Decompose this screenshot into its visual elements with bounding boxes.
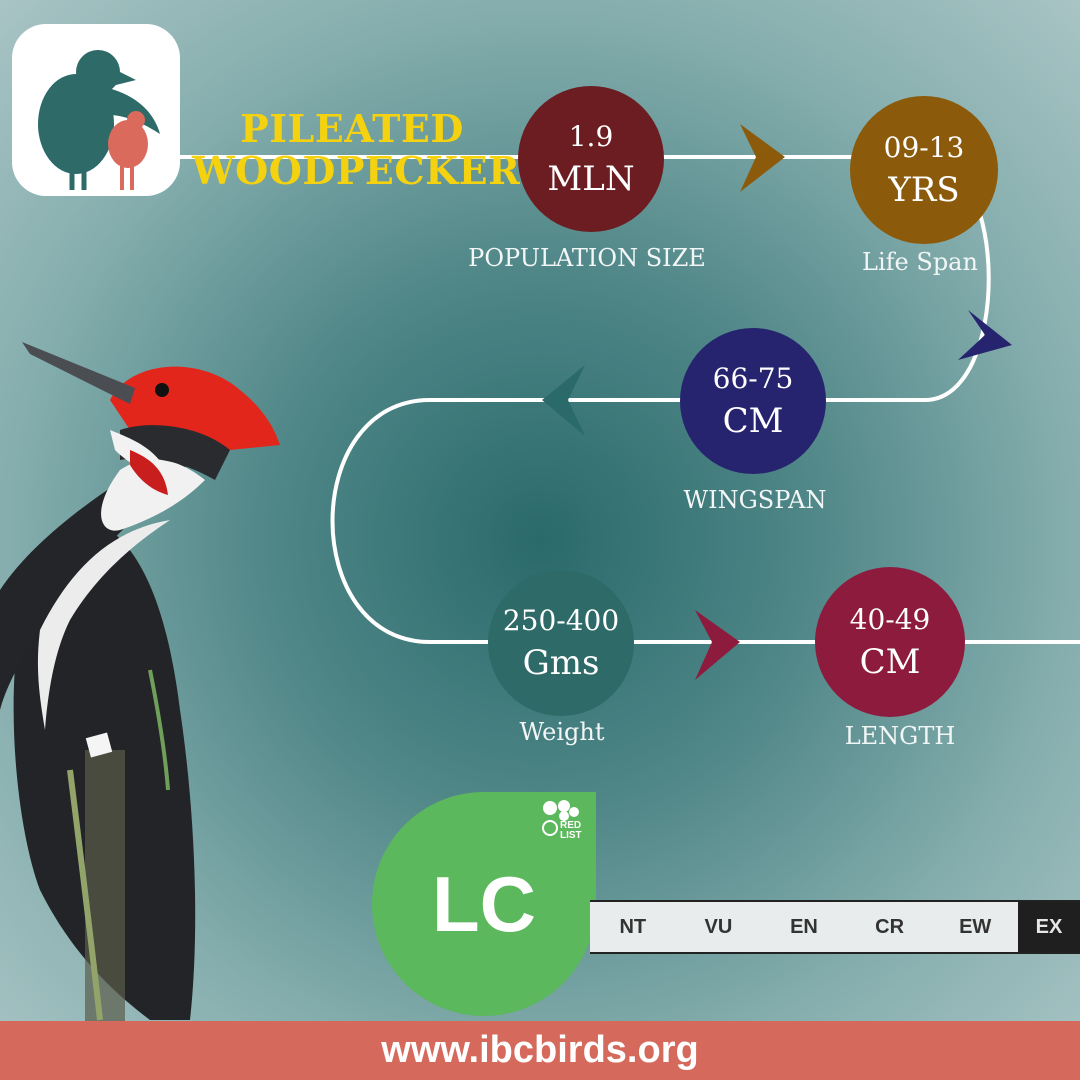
species-title: PILEATED WOODPECKER xyxy=(192,106,521,193)
redlist-logo-text-1: RED xyxy=(560,820,581,831)
weight-circle: 250-400 Gms xyxy=(488,570,634,716)
arrow-down xyxy=(958,310,1012,360)
lifespan-unit: YRS xyxy=(888,170,960,210)
redlist-logo-text-2: LIST xyxy=(560,830,582,841)
website-url: www.ibcbirds.org xyxy=(381,1029,699,1071)
weight-label: Weight xyxy=(519,718,605,746)
birds-logo-icon xyxy=(38,50,160,190)
arrow-right-1 xyxy=(740,124,785,192)
title-line-1: PILEATED xyxy=(240,106,464,151)
status-cr: CR xyxy=(875,915,905,938)
footer-bar: www.ibcbirds.org xyxy=(0,1021,1080,1080)
title-line-2: WOODPECKER xyxy=(192,148,521,193)
population-value: 1.9 xyxy=(568,120,614,153)
status-vu: VU xyxy=(704,915,733,938)
length-label: LENGTH xyxy=(844,722,956,750)
iucn-red-list-icon: RED LIST xyxy=(542,800,582,841)
status-badge: LC xyxy=(372,792,596,1016)
length-circle: 40-49 CM xyxy=(815,567,965,717)
lifespan-label: Life Span xyxy=(862,248,978,276)
wingspan-label: WINGSPAN xyxy=(683,486,827,514)
status-current: LC xyxy=(432,859,536,948)
length-unit: CM xyxy=(859,642,921,682)
wingspan-unit: CM xyxy=(722,401,784,441)
weight-unit: Gms xyxy=(522,643,600,683)
population-label: POPULATION SIZE xyxy=(468,244,706,272)
woodpecker-image xyxy=(0,342,280,1030)
arrow-right-2 xyxy=(695,610,740,680)
length-value: 40-49 xyxy=(849,603,931,636)
status-ew: EW xyxy=(959,915,992,938)
population-circle: 1.9 MLN xyxy=(518,86,664,232)
brand-logo xyxy=(12,24,180,196)
lifespan-circle: 09-13 YRS xyxy=(850,96,998,244)
wingspan-value: 66-75 xyxy=(712,362,794,395)
wingspan-circle: 66-75 CM xyxy=(680,328,826,474)
weight-value: 250-400 xyxy=(502,604,620,637)
population-unit: MLN xyxy=(547,159,635,199)
arrow-left xyxy=(542,365,585,436)
status-scale: NT VU EN CR EW EX xyxy=(590,900,1080,954)
status-ex: EX xyxy=(1017,902,1080,952)
status-nt: NT xyxy=(619,915,647,938)
lifespan-value: 09-13 xyxy=(883,131,965,164)
status-en: EN xyxy=(790,915,818,938)
